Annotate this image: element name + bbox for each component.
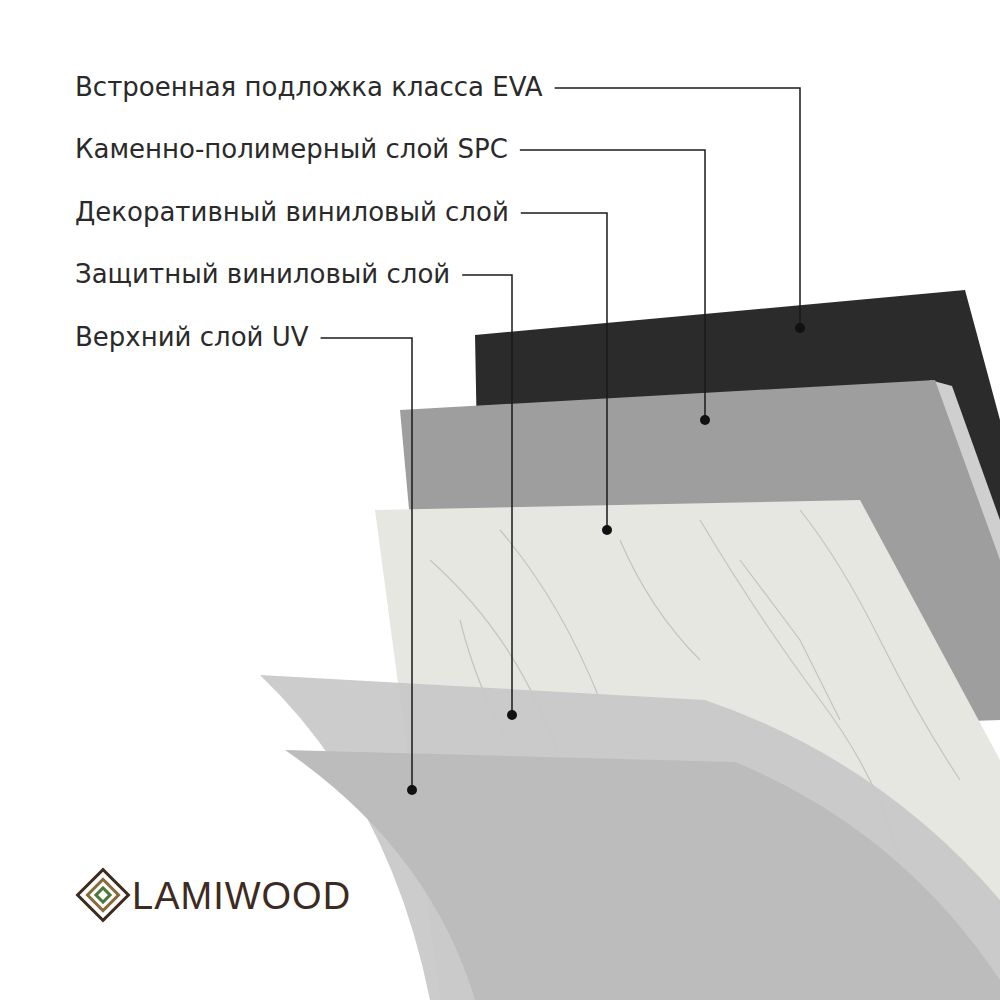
leader-dot bbox=[700, 415, 710, 425]
logo-icon bbox=[78, 870, 129, 921]
leader-line bbox=[520, 150, 705, 420]
leader-dot bbox=[795, 323, 805, 333]
layer-label: Защитный виниловый слой bbox=[75, 259, 450, 290]
protective-layer bbox=[260, 675, 1000, 1000]
layer-label: Каменно-полимерный слой SPC bbox=[75, 134, 508, 165]
uv-layer bbox=[285, 750, 1000, 1000]
layer-label: Декоративный виниловый слой bbox=[75, 197, 509, 228]
layer-label: Верхний слой UV bbox=[75, 322, 309, 353]
leader-line bbox=[555, 88, 800, 328]
layer-label: Встроенная подложка класса EVA bbox=[75, 72, 543, 103]
leader-dot bbox=[602, 525, 612, 535]
brand-logo: LAMIWOOD bbox=[132, 874, 351, 920]
leader-dot bbox=[407, 785, 417, 795]
leader-line bbox=[321, 338, 412, 790]
leader-line bbox=[521, 213, 607, 530]
leader-line bbox=[462, 275, 512, 715]
leader-dot bbox=[507, 710, 517, 720]
